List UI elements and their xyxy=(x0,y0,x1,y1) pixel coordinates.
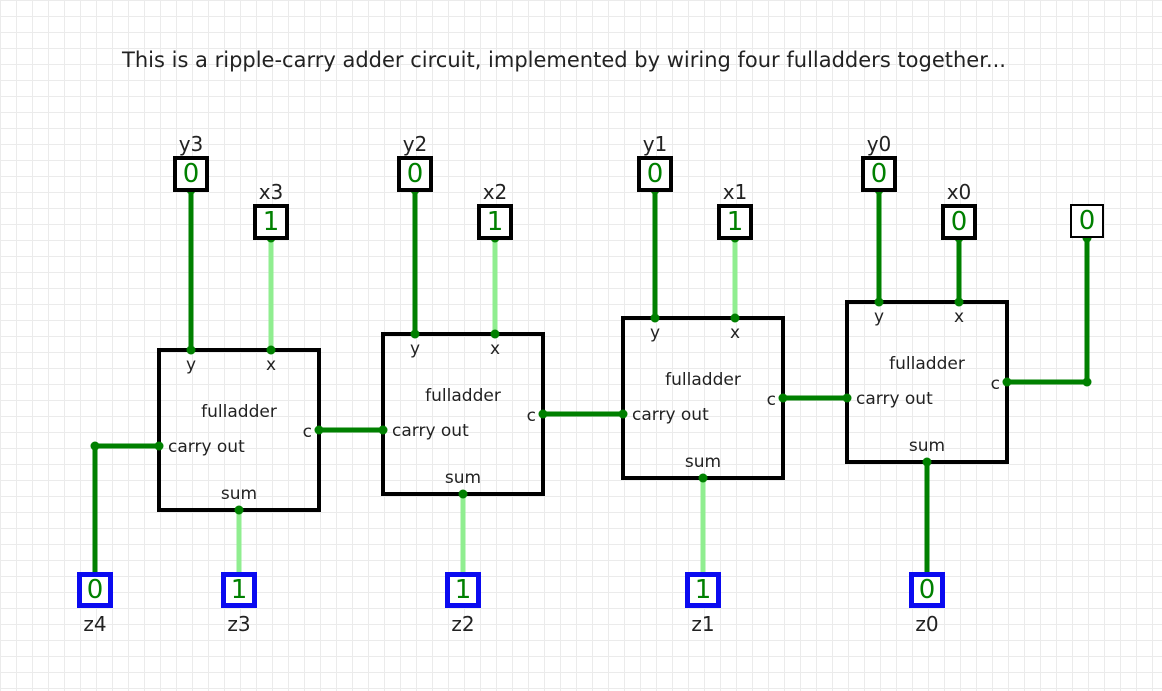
port-sum: sum xyxy=(444,468,482,488)
port-x: x xyxy=(265,355,277,375)
input-toggle-x1[interactable]: 1 xyxy=(717,204,753,240)
pin-dot xyxy=(154,441,164,451)
input-toggle-y3[interactable]: 0 xyxy=(173,156,209,192)
pin-dot xyxy=(842,393,852,403)
port-sum: sum xyxy=(220,484,258,504)
input-toggle-x0[interactable]: 0 xyxy=(941,204,977,240)
input-toggle-x2[interactable]: 1 xyxy=(477,204,513,240)
port-c: c xyxy=(766,390,776,410)
port-carry-out: carry out xyxy=(168,437,245,457)
pin-dot xyxy=(650,313,660,323)
pin-dot xyxy=(954,297,964,307)
pin-dot xyxy=(378,425,388,435)
wire-carry-in xyxy=(1007,238,1090,385)
pin-dot xyxy=(922,457,932,467)
input-label-x0: x0 xyxy=(946,180,972,204)
port-sum: sum xyxy=(684,452,722,472)
pin-dot xyxy=(1082,377,1092,387)
pin-dot xyxy=(618,409,628,419)
input-label-y1: y1 xyxy=(642,132,668,156)
pin-dot xyxy=(1002,377,1012,387)
pin-dot xyxy=(186,345,196,355)
pin-dot xyxy=(874,297,884,307)
port-y: y xyxy=(185,355,197,375)
pin-dot xyxy=(234,505,244,515)
pin-dot xyxy=(698,473,708,483)
fulladder-name: fulladder xyxy=(889,354,965,374)
port-carry-out: carry out xyxy=(856,389,933,409)
pin-dot xyxy=(314,425,324,435)
output-label-z1: z1 xyxy=(691,612,715,636)
port-y: y xyxy=(409,339,421,359)
input-label-x3: x3 xyxy=(258,180,284,204)
caption-text: This is a ripple-carry adder circuit, im… xyxy=(122,48,1006,72)
output-label-z4: z4 xyxy=(83,612,107,636)
output-label-z0: z0 xyxy=(915,612,939,636)
fulladder-name: fulladder xyxy=(201,402,277,422)
output-display-z3: 1 xyxy=(221,572,257,608)
input-toggle-carry-in[interactable]: 0 xyxy=(1070,204,1104,238)
port-x: x xyxy=(953,307,965,327)
pin-dot xyxy=(410,329,420,339)
pin-dot xyxy=(266,345,276,355)
input-label-y2: y2 xyxy=(402,132,428,156)
port-x: x xyxy=(489,339,501,359)
input-toggle-y1[interactable]: 0 xyxy=(637,156,673,192)
output-display-z2: 1 xyxy=(445,572,481,608)
pin-dot xyxy=(538,409,548,419)
pin-dot xyxy=(730,313,740,323)
wire-z4-carry xyxy=(92,443,159,590)
input-toggle-x3[interactable]: 1 xyxy=(253,204,289,240)
port-c: c xyxy=(302,422,312,442)
fulladder-name: fulladder xyxy=(425,386,501,406)
output-label-z2: z2 xyxy=(451,612,475,636)
fulladder-name: fulladder xyxy=(665,370,741,390)
input-label-x1: x1 xyxy=(722,180,748,204)
input-toggle-y0[interactable]: 0 xyxy=(861,156,897,192)
port-sum: sum xyxy=(908,436,946,456)
pin-dot xyxy=(778,393,788,403)
pin-dot xyxy=(90,441,100,451)
port-y: y xyxy=(873,307,885,327)
output-display-z1: 1 xyxy=(685,572,721,608)
input-label-y3: y3 xyxy=(178,132,204,156)
port-x: x xyxy=(729,323,741,343)
port-y: y xyxy=(649,323,661,343)
port-c: c xyxy=(990,374,1000,394)
input-label-y0: y0 xyxy=(866,132,892,156)
pin-dot xyxy=(490,329,500,339)
pin-dot xyxy=(458,489,468,499)
port-carry-out: carry out xyxy=(632,405,709,425)
input-label-x2: x2 xyxy=(482,180,508,204)
port-carry-out: carry out xyxy=(392,421,469,441)
port-c: c xyxy=(526,406,536,426)
input-toggle-y2[interactable]: 0 xyxy=(397,156,433,192)
output-display-z0: 0 xyxy=(909,572,945,608)
output-label-z3: z3 xyxy=(227,612,251,636)
output-display-z4: 0 xyxy=(77,572,113,608)
